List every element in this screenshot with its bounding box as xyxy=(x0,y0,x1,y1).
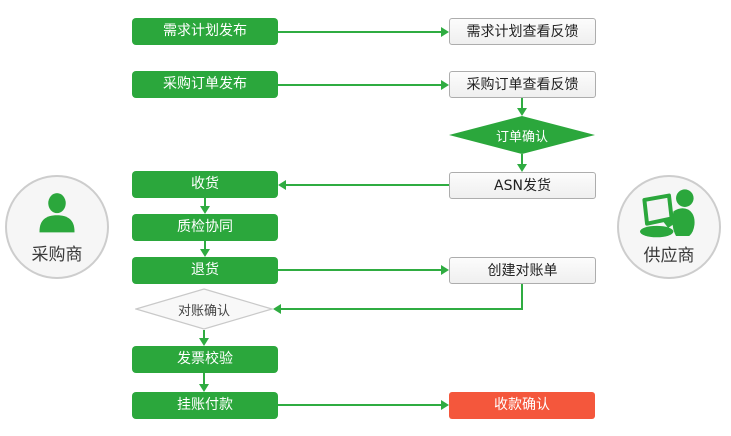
arrowhead-left-icon xyxy=(273,304,281,314)
node-create-statement: 创建对账单 xyxy=(449,257,596,284)
diamond-label: 对账确认 xyxy=(177,303,230,319)
connector-statement-elbow-horizontal xyxy=(281,308,523,310)
person-icon xyxy=(32,189,82,239)
person-laptop-icon xyxy=(640,188,698,240)
node-purchase-order-publish: 采购订单发布 xyxy=(132,71,278,98)
node-demand-plan-publish: 需求计划发布 xyxy=(132,18,278,45)
connector-invoice-payment xyxy=(203,373,205,384)
diamond-shape xyxy=(449,116,595,154)
node-demand-plan-feedback: 需求计划查看反馈 xyxy=(449,18,596,45)
diamond-shape xyxy=(135,288,273,330)
arrowhead-down-icon xyxy=(199,338,209,346)
connector-to-asn xyxy=(521,154,523,164)
actor-buyer: 采购商 xyxy=(5,175,109,279)
arrowhead-left-icon xyxy=(278,180,286,190)
connector-to-order-confirm xyxy=(521,98,523,108)
actor-supplier: 供应商 xyxy=(617,175,721,279)
arrowhead-right-icon xyxy=(441,265,449,275)
arrowhead-down-icon xyxy=(517,108,527,116)
arrowhead-right-icon xyxy=(441,400,449,410)
connector-quality-return xyxy=(204,241,206,249)
diamond-label: 订单确认 xyxy=(495,129,548,145)
node-payment-confirm: 收款确认 xyxy=(449,392,595,419)
connector-receive-quality xyxy=(204,198,206,206)
node-order-confirm: 订单确认 xyxy=(449,116,595,154)
arrowhead-down-icon xyxy=(200,206,210,214)
arrowhead-right-icon xyxy=(441,80,449,90)
arrowhead-right-icon xyxy=(441,27,449,37)
node-return-goods: 退货 xyxy=(132,257,278,284)
node-invoice-verification: 发票校验 xyxy=(132,346,278,373)
arrowhead-down-icon xyxy=(200,249,210,257)
arrowhead-down-icon xyxy=(517,164,527,172)
connector-demand-plan xyxy=(278,31,441,33)
node-receive-goods: 收货 xyxy=(132,171,278,198)
actor-label: 供应商 xyxy=(643,246,695,266)
node-reconciliation-confirm: 对账确认 xyxy=(135,288,273,330)
connector-return-statement xyxy=(278,269,441,271)
arrowhead-down-icon xyxy=(199,384,209,392)
node-account-payment: 挂账付款 xyxy=(132,392,278,419)
actor-label: 采购商 xyxy=(31,245,83,265)
connector-purchase-order xyxy=(278,84,441,86)
connector-reconciliation-invoice xyxy=(203,330,205,338)
connector-asn-receive xyxy=(286,184,449,186)
node-asn-shipping: ASN发货 xyxy=(449,172,596,199)
node-quality-inspection: 质检协同 xyxy=(132,214,278,241)
node-purchase-order-feedback: 采购订单查看反馈 xyxy=(449,71,596,98)
connector-statement-elbow-vertical xyxy=(521,284,523,310)
connector-payment-confirm xyxy=(278,404,441,406)
